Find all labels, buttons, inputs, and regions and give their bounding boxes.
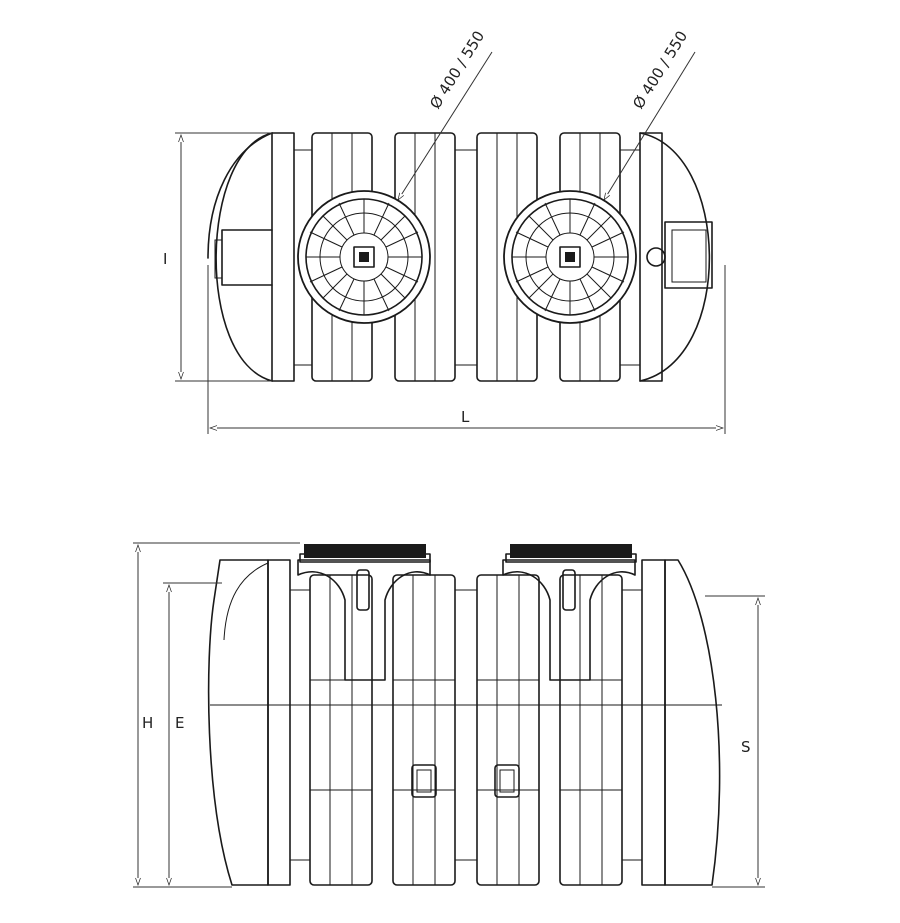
height-label: H — [142, 714, 153, 732]
side-view: H E S — [133, 542, 765, 888]
access-window-2 — [494, 764, 520, 798]
side-lid-2 — [505, 544, 637, 563]
side-lid-1 — [299, 544, 431, 563]
inlet-label: E — [175, 714, 184, 732]
access-window-1 — [411, 764, 437, 798]
dome-neck-1 — [297, 559, 431, 681]
side-ribs — [267, 559, 666, 886]
vent-port — [646, 247, 666, 267]
inlet-fitting — [221, 229, 273, 286]
tank-right-end — [639, 132, 711, 382]
length-label: L — [461, 408, 470, 426]
outlet-label: S — [741, 738, 751, 756]
tank-side-left-end — [207, 559, 269, 886]
tank-side-right-end — [664, 559, 721, 886]
manhole-lid-1 — [297, 190, 431, 324]
diameter-label-2: Ø 400 / 550 — [629, 28, 691, 113]
leader-line-2 — [604, 51, 696, 200]
top-view: Ø 400 / 550 Ø 400 / 550 I L — [163, 28, 726, 434]
outlet-fitting — [664, 221, 713, 289]
dome-neck-2 — [502, 559, 636, 681]
manhole-lid-2 — [503, 190, 637, 324]
tank-left-end — [215, 132, 273, 382]
width-label: I — [163, 250, 167, 268]
diameter-label-1: Ø 400 / 550 — [426, 28, 488, 113]
leader-line-1 — [398, 51, 493, 200]
